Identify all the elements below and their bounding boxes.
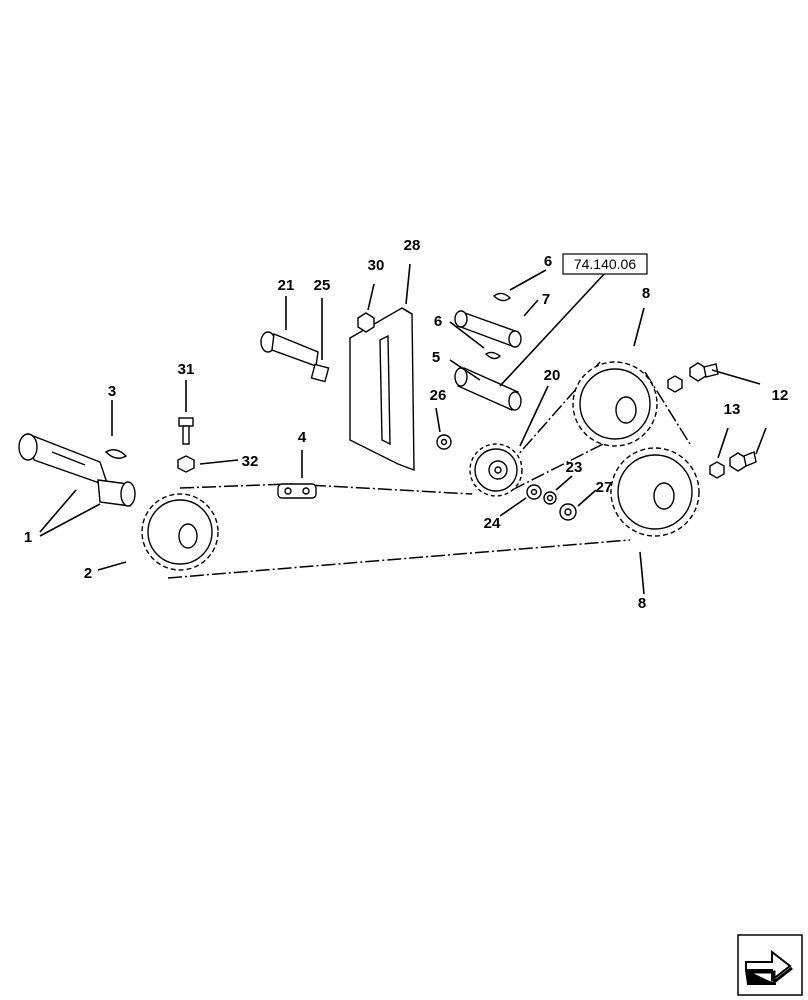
flange-nut-part xyxy=(357,312,375,333)
callout-1: 1 xyxy=(24,529,32,546)
reference-box[interactable]: 74.140.06 xyxy=(562,253,648,275)
callout-6-lower: 6 xyxy=(434,313,442,330)
callout-13: 13 xyxy=(724,401,741,418)
callout-20: 20 xyxy=(544,367,561,384)
callout-8-lower: 8 xyxy=(638,595,646,612)
callout-25: 25 xyxy=(314,277,331,294)
callout-26: 26 xyxy=(430,387,447,404)
callout-6-upper: 6 xyxy=(544,253,552,270)
reference-box-label: 74.140.06 xyxy=(574,256,636,272)
upper-shaft-part-7 xyxy=(454,310,522,348)
callout-27: 27 xyxy=(596,479,613,496)
callout-7: 7 xyxy=(542,291,550,308)
callout-30: 30 xyxy=(368,257,385,274)
callout-12: 12 xyxy=(772,387,789,404)
leader-lines xyxy=(39,263,767,595)
hex-nut-upper-part xyxy=(667,375,683,393)
callout-21: 21 xyxy=(278,277,295,294)
callout-31: 31 xyxy=(178,361,195,378)
key-part-6-lower xyxy=(484,351,502,360)
callout-24: 24 xyxy=(484,515,501,532)
carriage-bolt-part xyxy=(260,331,319,367)
callout-labels: 3 1 2 31 32 4 21 25 30 28 26 6 7 6 5 20 … xyxy=(24,237,789,612)
shaft-part xyxy=(18,432,136,507)
snap-ring-part-23 xyxy=(543,491,557,505)
hex-bolt-lower-part xyxy=(729,451,757,472)
callout-5: 5 xyxy=(432,349,440,366)
callout-2: 2 xyxy=(84,565,92,582)
nut-part xyxy=(177,455,195,473)
callout-32: 32 xyxy=(242,453,259,470)
sprocket-upper-right xyxy=(572,361,658,447)
hex-nut-lower-part xyxy=(709,461,725,479)
washer-part-26 xyxy=(436,434,452,450)
next-page-arrow-icon[interactable] xyxy=(737,934,803,996)
chain-connector-link xyxy=(277,483,317,499)
mounting-bracket-part xyxy=(349,307,415,472)
callout-4: 4 xyxy=(298,429,307,446)
washer-part-27 xyxy=(559,503,577,521)
key-part xyxy=(104,449,128,459)
sprocket-large-left xyxy=(141,493,219,571)
bolt-part xyxy=(178,417,194,445)
square-washer-part xyxy=(310,363,330,383)
hex-bolt-upper-part xyxy=(689,362,719,382)
sprocket-lower-right xyxy=(610,447,700,537)
callout-23: 23 xyxy=(566,459,583,476)
callout-8-upper: 8 xyxy=(642,285,650,302)
callout-3: 3 xyxy=(108,383,116,400)
washer-part-24 xyxy=(526,484,542,500)
idler-sprocket xyxy=(469,443,523,497)
key-part-6-upper xyxy=(492,292,512,302)
callout-28: 28 xyxy=(404,237,421,254)
stub-shaft-part-5 xyxy=(454,367,522,411)
